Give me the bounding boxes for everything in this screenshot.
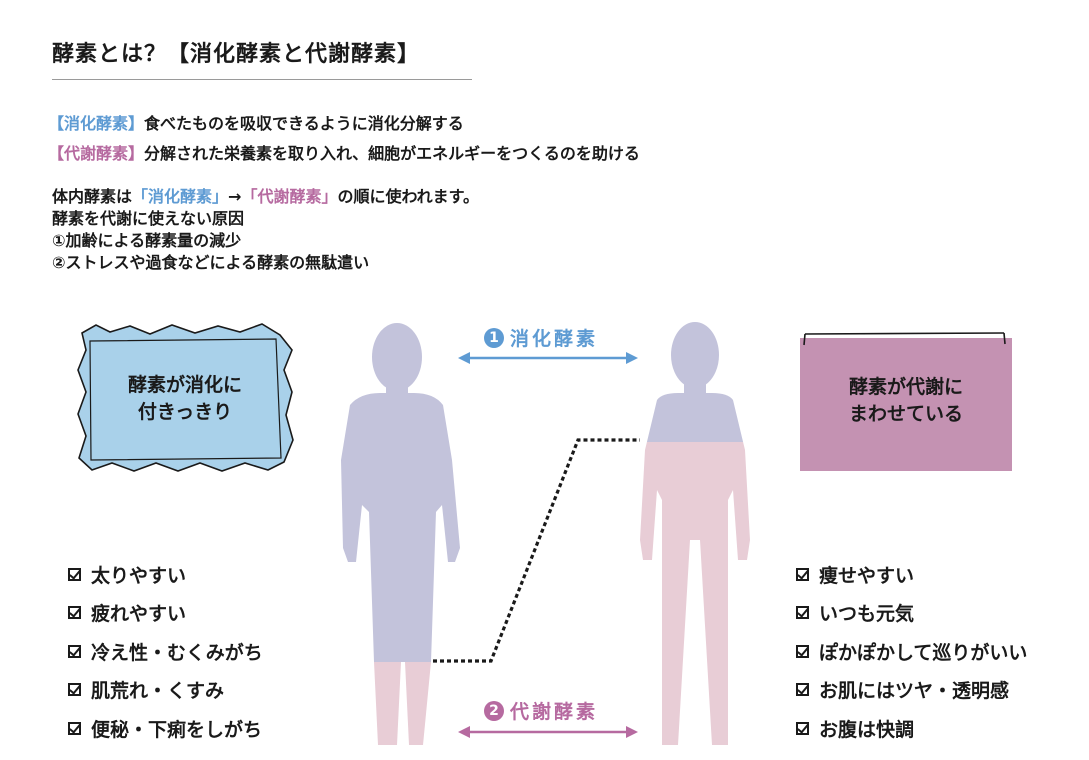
- metabolic-arrow: [458, 726, 638, 738]
- left-status-box: [77, 323, 294, 472]
- right-check-text: ぽかぽかして巡りがいい: [819, 641, 1028, 664]
- checkbox-icon: [796, 644, 809, 658]
- left-box-label: 酵素が消化に 付きっきり: [92, 372, 278, 426]
- checkbox-icon: [796, 567, 809, 581]
- digestive-text: 食べたものを吸収できるように消化分解する: [144, 114, 464, 133]
- checkbox-icon: [68, 683, 81, 697]
- left-check-item: 便秘・下痢をしがち: [68, 709, 263, 748]
- note-line-3: ①加齢による酵素量の減少: [52, 231, 242, 250]
- checkbox-icon: [796, 721, 809, 735]
- left-box-line-1: 酵素が消化に: [127, 374, 242, 396]
- right-checklist: 痩せやすい いつも元気 ぽかぽかして巡りがいい お肌にはツヤ・透明感 お腹は快調: [796, 555, 1027, 748]
- right-check-item: 痩せやすい: [796, 555, 1027, 594]
- note-prefix: 体内酵素は: [52, 187, 133, 206]
- left-check-text: 冷え性・むくみがち: [91, 641, 263, 664]
- right-check-text: いつも元気: [819, 603, 915, 626]
- right-check-text: お肌にはツヤ・透明感: [819, 680, 1010, 703]
- right-check-item: お肌にはツヤ・透明感: [796, 671, 1027, 710]
- metabolic-arrow-text: 代謝酵素: [510, 701, 599, 723]
- checkbox-icon: [68, 567, 81, 581]
- right-box-line-2: まわせている: [848, 403, 963, 425]
- note-metabolic: 「代謝酵素」: [241, 187, 338, 206]
- note-arrow: →: [228, 187, 242, 206]
- note-line-1: 体内酵素は「消化酵素」→「代謝酵素」の順に使われます。: [52, 186, 479, 208]
- right-check-text: 痩せやすい: [819, 564, 915, 587]
- dotted-connector: [433, 438, 640, 663]
- left-check-item: 冷え性・むくみがち: [68, 632, 263, 671]
- checkbox-icon: [796, 606, 809, 620]
- checkbox-icon: [68, 721, 81, 735]
- number-badge-2: 2: [484, 700, 504, 721]
- left-check-text: 太りやすい: [91, 564, 187, 587]
- right-body-figure: [640, 322, 750, 745]
- page-title: 酵素とは？【消化酵素と代謝酵素】: [52, 42, 421, 67]
- digestive-arrow-label: 1 消化酵素: [484, 324, 598, 351]
- digestive-arrow-text: 消化酵素: [510, 328, 599, 350]
- checkbox-icon: [796, 683, 809, 697]
- note-line-2: 酵素を代謝に使えない原因: [52, 209, 245, 228]
- right-check-item: ぽかぽかして巡りがいい: [796, 632, 1027, 671]
- number-badge-1: 1: [484, 327, 504, 348]
- right-check-item: お腹は快調: [796, 709, 1027, 748]
- note-suffix: の順に使われます。: [337, 187, 480, 206]
- metabolic-definition: 【代謝酵素】分解された栄養素を取り入れ、細胞がエネルギーをつくるのを助ける: [48, 140, 640, 164]
- note-digestive: 「消化酵素」: [132, 187, 229, 206]
- note-line-4: ②ストレスや過食などによる酵素の無駄遣い: [52, 253, 370, 272]
- left-body-figure: [341, 323, 460, 745]
- left-checklist: 太りやすい 疲れやすい 冷え性・むくみがち 肌荒れ・くすみ 便秘・下痢をしがち: [68, 555, 263, 748]
- right-box-line-1: 酵素が代謝に: [848, 376, 963, 398]
- left-check-text: 疲れやすい: [91, 603, 187, 626]
- digestive-tag: 【消化酵素】: [48, 114, 145, 133]
- right-check-item: いつも元気: [796, 594, 1027, 633]
- digestive-definition: 【消化酵素】食べたものを吸収できるように消化分解する: [48, 110, 464, 134]
- left-check-item: 太りやすい: [68, 555, 263, 594]
- right-box-label: 酵素が代謝に まわせている: [800, 374, 1012, 428]
- left-box-line-2: 付きっきり: [137, 401, 233, 423]
- left-check-text: 肌荒れ・くすみ: [91, 680, 225, 703]
- right-status-box: [800, 332, 1012, 471]
- metabolic-arrow-label: 2 代謝酵素: [484, 697, 598, 724]
- checkbox-icon: [68, 606, 81, 620]
- left-check-item: 疲れやすい: [68, 594, 263, 633]
- digestive-arrow: [458, 352, 638, 364]
- metabolic-tag: 【代謝酵素】: [48, 144, 145, 163]
- left-check-text: 便秘・下痢をしがち: [91, 718, 263, 741]
- title-divider: [52, 79, 472, 80]
- checkbox-icon: [68, 644, 81, 658]
- metabolic-text: 分解された栄養素を取り入れ、細胞がエネルギーをつくるのを助ける: [144, 144, 640, 163]
- left-check-item: 肌荒れ・くすみ: [68, 671, 263, 710]
- enzyme-note: 体内酵素は「消化酵素」→「代謝酵素」の順に使われます。 酵素を代謝に使えない原因…: [52, 186, 479, 274]
- right-check-text: お腹は快調: [819, 718, 915, 741]
